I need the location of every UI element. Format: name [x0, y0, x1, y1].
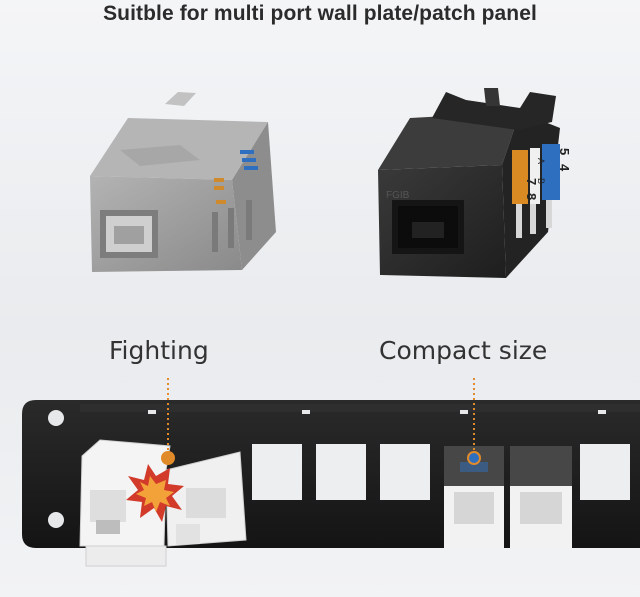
wiring-label-4: 4: [557, 164, 572, 172]
fighting-jacks: [79, 439, 247, 567]
wiring-label-a: A: [536, 158, 546, 164]
panel-ports: [252, 444, 630, 500]
callout-dot-icon: [161, 451, 175, 465]
fighting-label: Fighting: [109, 336, 209, 365]
wiring-label-5: 5: [557, 148, 572, 155]
wiring-label-7: 7: [524, 178, 539, 185]
wiring-label-b: B: [536, 178, 546, 184]
headline: Suitble for multi port wall plate/patch …: [103, 2, 537, 25]
gray-keystone-jack: [90, 92, 276, 272]
black-keystone-jack: FGIB 5 4 A B 7 8: [378, 88, 572, 278]
compact-jacks: [444, 446, 572, 550]
wiring-label-8: 8: [524, 193, 539, 200]
compact-size-label: Compact size: [379, 336, 548, 365]
mounting-hole-bottom: [48, 512, 64, 528]
mounting-hole-top: [48, 410, 64, 426]
svg-text:FGIB: FGIB: [386, 190, 410, 201]
callout-dot-icon: [467, 451, 481, 465]
